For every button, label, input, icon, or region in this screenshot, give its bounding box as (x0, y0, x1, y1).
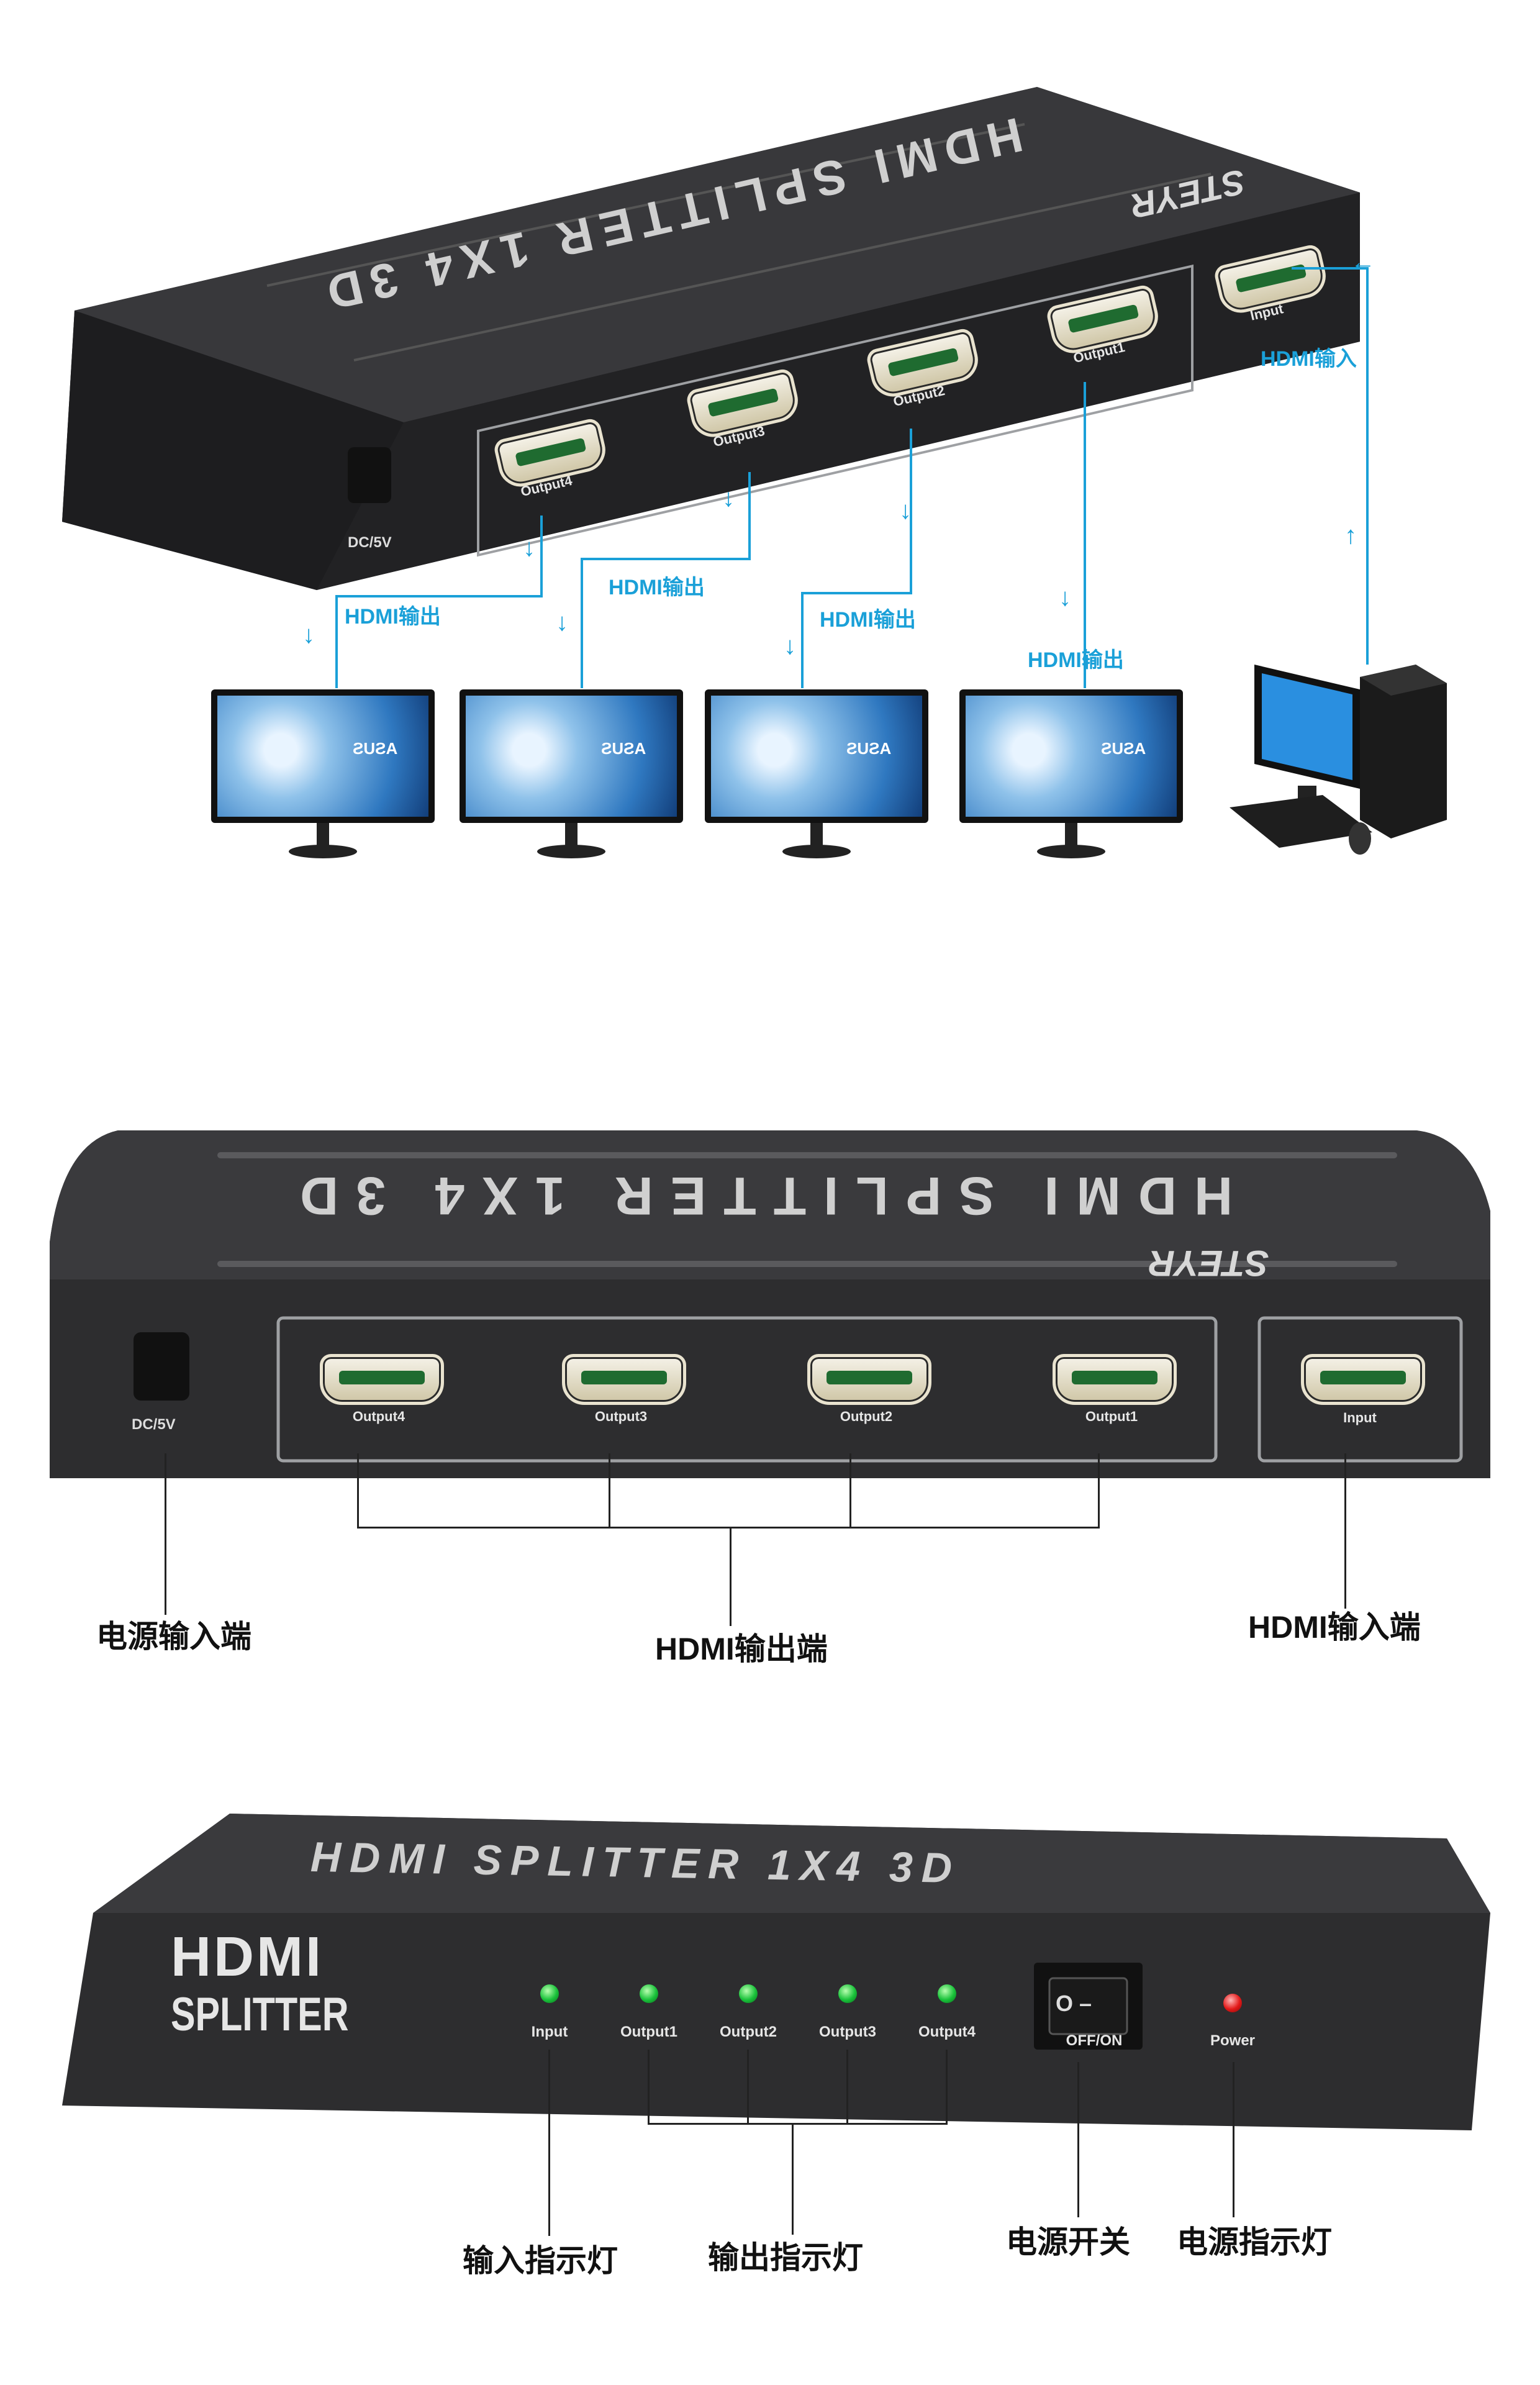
led-label-output1: Output1 (620, 2024, 677, 2040)
cable-output2 (910, 429, 912, 593)
monitor-4: ASUS (959, 689, 1183, 863)
port-label-output4: Output4 (352, 1409, 405, 1424)
led-label-output3: Output3 (819, 2024, 876, 2040)
label-power-indicator: 电源指示灯 (1177, 2225, 1332, 2260)
leader-out3 (609, 1453, 610, 1528)
hdmi-port-output4 (320, 1354, 444, 1405)
leader-output-leds-center (792, 2123, 794, 2235)
monitor-2: ASUS (460, 689, 683, 863)
led-power (1223, 1994, 1242, 2012)
front-logo-hdmi: HDMI (171, 1926, 324, 1988)
label-power-switch: 电源开关 (1006, 2225, 1130, 2260)
switch-label: OFF/ON (1066, 2032, 1123, 2049)
arrow-down-icon: ↓ (1059, 584, 1071, 611)
cable-output4 (540, 516, 543, 596)
monitor-brand-logo: ASUS (352, 739, 397, 758)
port-label-input: Input (1343, 1410, 1377, 1425)
power-jack (348, 447, 391, 503)
port-label-output3: Output3 (594, 1409, 648, 1424)
arrow-down-icon: ↓ (556, 609, 568, 636)
label-hdmi-output-2: HDMI输出 (820, 608, 916, 632)
cable-output2-v2 (801, 592, 804, 688)
port-label-output2: Output2 (840, 1409, 893, 1424)
power-switch[interactable]: O – (1056, 1991, 1092, 2016)
hdmi-port-output1 (1053, 1354, 1177, 1405)
label-hdmi-output-port: HDMI输出端 (655, 1632, 828, 1666)
cable-output3-h (581, 558, 751, 560)
label-output-indicator: 输出指示灯 (708, 2240, 863, 2275)
label-hdmi-output-1: HDMI输出 (1028, 648, 1124, 672)
led-output3 (838, 1984, 857, 2003)
label-hdmi-output-3: HDMI输出 (609, 576, 705, 599)
led-label-power: Power (1210, 2032, 1256, 2049)
leader-out4-led (946, 2050, 948, 2124)
arrow-down-icon: ↓ (523, 534, 535, 561)
front-logo-splitter: SPLITTER (171, 1988, 349, 2041)
cable-output2-h (801, 592, 912, 594)
label-power-input: 电源输入端 (96, 1619, 251, 1654)
section-front-panel: HDMI SPLITTER 1X4 3D HDMI SPLITTER Input… (0, 1789, 1540, 2385)
monitor-brand-logo: ASUS (600, 739, 646, 758)
hdmi-port-input (1301, 1354, 1425, 1405)
monitor-brand-logo: ASUS (1100, 739, 1146, 758)
arrow-down-icon: ↓ (302, 621, 315, 648)
monitor-brand-logo: ASUS (846, 739, 891, 758)
hdmi-port-output3 (562, 1354, 686, 1405)
device-title: HDMI SPLITTER 1X4 3D (283, 1166, 1233, 1225)
led-label-output4: Output4 (918, 2024, 976, 2040)
cable-input-v (1366, 267, 1369, 665)
section-connection-diagram: HDMI SPLITTER 1X4 3D STEYR DC/5V Output4… (0, 0, 1540, 882)
led-label-output2: Output2 (720, 2024, 777, 2040)
leader-power (165, 1453, 166, 1615)
leader-outputs-center (730, 1527, 732, 1626)
arrow-up-icon: ↑ (1344, 522, 1357, 549)
leader-out2-led (747, 2050, 749, 2124)
monitor-3: ASUS (705, 689, 928, 863)
power-port-label: DC/5V (348, 534, 392, 551)
desktop-computer-icon (1230, 665, 1447, 855)
leader-out1 (1098, 1453, 1100, 1528)
leader-input (1344, 1453, 1346, 1609)
label-hdmi-input-port: HDMI输入端 (1248, 1610, 1421, 1645)
leader-power-led (1233, 2062, 1234, 2217)
bracket-output-leds (648, 2123, 948, 2125)
section-port-layout: HDMI SPLITTER 1X4 3D STEYR DC/5V Output4… (0, 1093, 1540, 1714)
cable-output3-v2 (581, 558, 583, 688)
label-input-indicator: 输入指示灯 (463, 2243, 618, 2278)
label-hdmi-input: HDMI输入 (1261, 347, 1357, 371)
power-jack (134, 1332, 189, 1401)
led-output2 (739, 1984, 758, 2003)
bracket-outputs (357, 1527, 1100, 1529)
arrow-down-icon: ↓ (899, 497, 912, 524)
monitor-1: ASUS (211, 689, 435, 863)
leader-switch (1077, 2062, 1079, 2217)
arrow-left-icon: ← (1351, 248, 1375, 276)
arrow-down-icon: ↓ (722, 484, 735, 512)
cable-output1 (1084, 382, 1086, 688)
brand-logo: STEYR (1149, 1243, 1269, 1283)
led-label-input: Input (531, 2024, 568, 2040)
leader-input-led (548, 2050, 550, 2236)
leader-out1-led (648, 2050, 650, 2124)
arrow-down-icon: ↓ (784, 632, 796, 660)
cable-input-h (1292, 267, 1369, 270)
power-port-label: DC/5V (132, 1416, 176, 1433)
cable-output3 (748, 472, 751, 559)
leader-out2 (849, 1453, 851, 1528)
hdmi-port-output2 (807, 1354, 931, 1405)
label-hdmi-output-4: HDMI输出 (345, 605, 441, 629)
leader-out4 (357, 1453, 359, 1528)
led-input (540, 1984, 559, 2003)
led-output4 (938, 1984, 956, 2003)
led-output1 (640, 1984, 658, 2003)
splitter-device-front (62, 1814, 1490, 2130)
port-label-output1: Output1 (1085, 1409, 1138, 1424)
splitter-device-angled (62, 87, 1360, 590)
cable-output4-v2 (335, 595, 338, 688)
cable-output4-h (335, 595, 543, 597)
leader-out3-led (846, 2050, 848, 2124)
